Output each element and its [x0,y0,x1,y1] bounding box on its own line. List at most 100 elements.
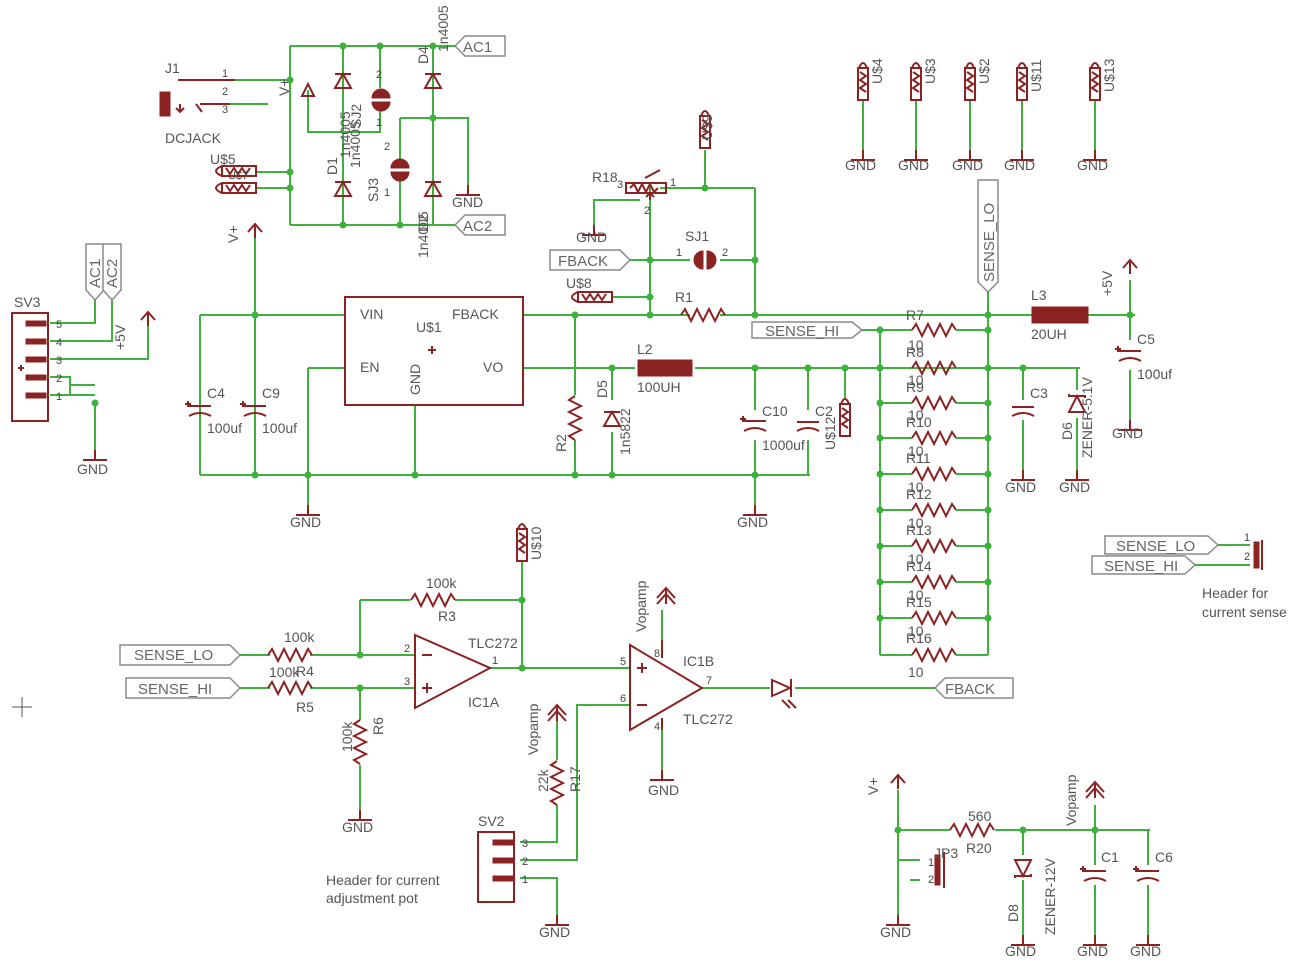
svg-text:FBACK: FBACK [452,306,499,322]
svg-text:SENSE_LO: SENSE_LO [1116,538,1195,555]
svg-text:EN: EN [360,359,379,375]
svg-text:R18: R18 [592,169,618,185]
svg-text:2: 2 [384,141,390,153]
svg-text:1: 1 [928,857,934,869]
svg-text:R16: R16 [906,630,932,646]
svg-text:GND: GND [290,514,321,530]
resistor-r2: R2 [553,395,582,452]
diode-v-marker: V+ [276,78,316,97]
gnd-c1: GND [1077,934,1108,959]
svg-text:10: 10 [908,623,924,639]
svg-text:R14: R14 [906,558,932,574]
testpoint-us9: U$9 [699,110,715,149]
svg-text:7: 7 [706,675,712,687]
note-current-sense: Header for current sense [1202,585,1287,620]
svg-text:R20: R20 [966,840,992,856]
net-label-sense-hi-header: SENSE_HI [1091,555,1197,575]
svg-text:SV2: SV2 [478,813,505,829]
gnd-d8: GND [1005,934,1036,959]
d2-name: D2 [415,214,431,232]
svg-text:V+: V+ [865,777,881,795]
svg-text:GND: GND [1059,479,1090,495]
svg-text:2: 2 [56,373,62,385]
svg-text:10: 10 [908,551,924,567]
svg-text:GND: GND [576,229,607,245]
diode-d3: 1n4005 [334,73,353,158]
cap-c3: C3 [1011,385,1048,417]
svg-text:1: 1 [670,177,676,189]
svg-text:AC1: AC1 [87,259,104,288]
cap-c2: C2 [796,403,833,432]
svg-text:GND: GND [1005,943,1036,959]
svg-text:8: 8 [654,648,660,660]
svg-text:SENSE_HI: SENSE_HI [765,323,839,340]
solder-jumper-sj3: 21 SJ3 [365,141,410,202]
header-current-sense: 1 2 [1244,532,1263,570]
vplus-label-bridge: V+ [276,78,292,96]
svg-text:GND: GND [1005,479,1036,495]
svg-text:GND: GND [898,157,929,173]
us1-name: U$1 [416,319,442,335]
gnd-sv3: GND [77,449,108,477]
ac1-label: AC1 [463,39,492,56]
net-label-sense-lo-header: SENSE_LO [1104,535,1220,555]
svg-text:2: 2 [928,874,934,886]
d4-value: 1n4005 [435,5,451,52]
sv3-ac1-tag: AC1 [85,243,105,302]
svg-text:R2: R2 [553,434,569,452]
testpoint-us11: U$11 [1016,59,1044,101]
resistor-r3: 100k R3 [410,575,457,624]
svg-text:2: 2 [522,856,528,868]
svg-text:GND: GND [1004,157,1035,173]
svg-text:GND: GND [952,157,983,173]
svg-text:GND: GND [539,924,570,940]
cap-c10: C10 1000uf [739,403,805,453]
gnd-c5: GND [1112,419,1143,441]
sv3-name: SV3 [14,294,41,310]
svg-text:3: 3 [56,355,62,367]
wires [50,45,1250,935]
diode-d5: D5 1n5822 [594,380,633,455]
svg-text:R5: R5 [296,699,314,715]
plus5v-symbol-right: +5V [1099,259,1138,296]
svg-text:C4: C4 [207,385,225,401]
diode-d2: D2 1n4005 [415,181,442,258]
zener-d8: D8 ZENER-12V [1005,857,1058,935]
svg-text:10: 10 [908,664,924,680]
svg-text:4: 4 [56,337,62,349]
opamp-ic1b: 5 6 7 8 4 IC1B TLC272 [620,640,733,733]
svg-text:Vopamp: Vopamp [1063,774,1079,826]
svg-text:U$4: U$4 [869,58,885,84]
testpoint-us3: U$3 [910,58,938,101]
gnd-input: GND [290,504,321,530]
svg-text:1: 1 [522,874,528,886]
led-indicator [771,678,797,709]
d3-value: 1n4005 [337,111,353,158]
vplus-symbol-main: V+ [225,223,263,243]
svg-text:+5V: +5V [112,324,128,350]
net-label-fback-out: FBACK [933,677,1014,699]
vplus-bottom: V+ [865,774,906,795]
svg-text:R13: R13 [906,522,932,538]
svg-text:R17: R17 [567,766,583,792]
svg-text:SENSE_LO: SENSE_LO [134,647,213,664]
svg-text:SENSE_HI: SENSE_HI [1104,558,1178,575]
gnd-ic1b: GND [648,769,679,798]
vopamp-bottom: Vopamp [1063,774,1105,826]
zener-d6: D6 ZENER-5.1V [1059,376,1095,458]
svg-text:GND: GND [342,819,373,835]
svg-text:Header for current: Header for current [326,872,440,888]
header-sv3: SV3 5 4 3 2 1 [11,294,62,422]
cap-c9: C9 100uf [239,385,297,436]
gnd-output: GND [737,504,768,530]
svg-text:10: 10 [908,443,924,459]
svg-text:Vopamp: Vopamp [525,703,541,755]
sense-resistor-ladder: R7 R8 R9 R10 R11 R12 R13 R14 R15 R16 10 … [880,307,988,680]
svg-text:U$9: U$9 [699,114,715,140]
svg-text:GND: GND [1077,157,1108,173]
svg-text:JP3: JP3 [934,845,958,861]
svg-text:current sense: current sense [1202,604,1287,620]
net-label-ac2: AC2 [453,214,506,236]
j1-pin1: 1 [222,68,228,80]
gnd-jp3: GND [880,914,911,940]
